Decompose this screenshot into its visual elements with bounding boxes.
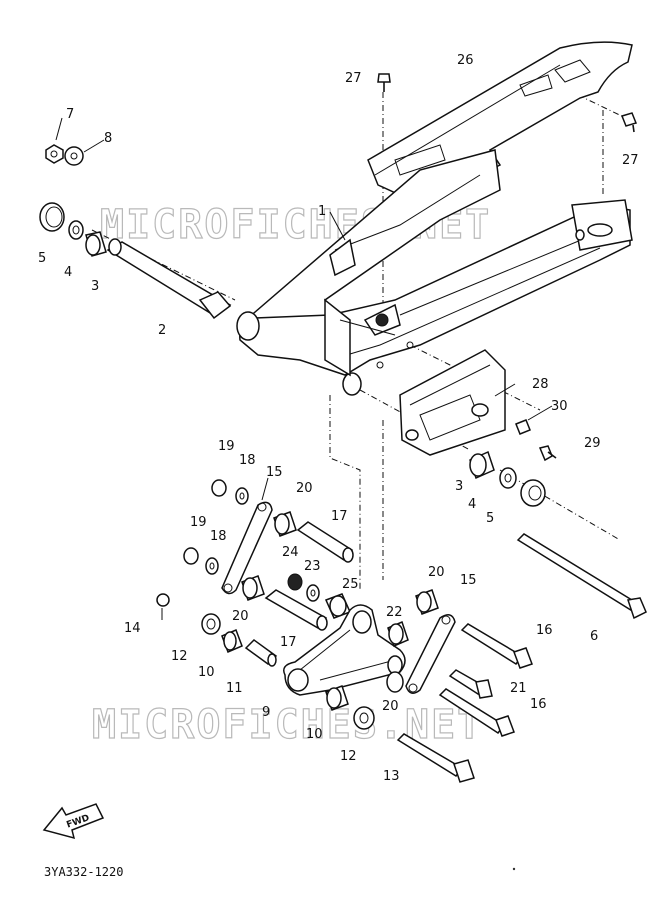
callout-18-lower: 18 — [210, 529, 227, 544]
callout-30: 30 — [551, 399, 568, 414]
callout-14: 14 — [124, 621, 141, 636]
callout-17-a: 17 — [331, 509, 348, 524]
callout-10-left: 10 — [198, 665, 215, 680]
connecting-rod-15-right — [405, 614, 456, 694]
callout-20-d: 20 — [382, 699, 399, 714]
collar-11 — [244, 639, 278, 667]
callout-5-right: 5 — [486, 511, 494, 526]
bolt-21 — [448, 669, 493, 699]
seal-12-right — [353, 706, 375, 730]
bolt-16-lower — [438, 688, 515, 737]
watermark-bottom: MICROFICHES.NET — [92, 702, 483, 748]
bushing-20-a — [273, 511, 297, 537]
bolt-6 — [516, 533, 647, 620]
forward-arrow: FWD — [42, 803, 105, 840]
callout-24: 24 — [282, 545, 299, 560]
callout-19-upper: 19 — [218, 439, 235, 454]
callout-13: 13 — [383, 769, 400, 784]
relay-arm — [283, 604, 406, 696]
seal-18-lower — [205, 557, 219, 575]
callout-17-b: 17 — [280, 635, 297, 650]
callout-27-right: 27 — [622, 153, 639, 168]
bushing-10-right — [325, 685, 349, 711]
label-ticks — [55, 117, 553, 620]
callout-16-upper: 16 — [536, 623, 553, 638]
collar-19-lower — [183, 547, 199, 565]
connecting-rod-15-left — [221, 501, 273, 595]
speck — [512, 867, 516, 871]
callout-1: 1 — [318, 204, 326, 219]
callout-6: 6 — [590, 629, 598, 644]
callout-21: 21 — [510, 681, 527, 696]
chain-case — [367, 41, 633, 201]
bolt-16-upper — [460, 623, 533, 669]
callout-7: 7 — [66, 107, 74, 122]
callout-28: 28 — [532, 377, 549, 392]
bushing-22 — [387, 620, 409, 648]
collar-19-upper — [211, 479, 227, 497]
callout-labels: 27 26 27 7 8 1 5 4 3 2 28 30 29 19 18 15… — [38, 53, 639, 784]
bushing-25 — [324, 593, 352, 619]
callout-11: 11 — [226, 681, 243, 696]
bolt-13 — [396, 733, 475, 783]
nut-7 — [45, 144, 64, 164]
callout-4-right: 4 — [468, 497, 476, 512]
bushing-3-right — [469, 450, 495, 480]
callout-10-right: 10 — [306, 727, 323, 742]
seal-18-upper — [235, 487, 249, 505]
callout-3-left: 3 — [91, 279, 99, 294]
callout-3-right: 3 — [455, 479, 463, 494]
rear-arm — [236, 149, 633, 396]
pivot-shaft-2 — [106, 238, 232, 320]
callout-27-top: 27 — [345, 71, 362, 86]
callout-25: 25 — [342, 577, 359, 592]
callout-16-lower: 16 — [530, 697, 547, 712]
catalog-code: 3YA332-1220 — [44, 865, 123, 879]
callout-9: 9 — [262, 705, 270, 720]
bolt-27-top — [377, 73, 391, 92]
chain-guide — [399, 349, 506, 456]
callout-4-left: 4 — [64, 265, 72, 280]
cap-5-left — [39, 202, 65, 232]
washer-4-right — [499, 467, 517, 489]
bushing-20-b — [241, 575, 265, 601]
collar-17-a — [296, 521, 354, 563]
callout-20-c: 20 — [232, 609, 249, 624]
collar-17-b — [264, 589, 328, 631]
seal-12-left — [201, 613, 221, 635]
bolt-30 — [515, 419, 531, 435]
callout-18-upper: 18 — [239, 453, 256, 468]
callout-26: 26 — [457, 53, 474, 68]
seal-23 — [306, 584, 320, 602]
callout-5-left: 5 — [38, 251, 46, 266]
callout-12-right: 12 — [340, 749, 357, 764]
washer-8 — [64, 146, 84, 166]
bolt-29 — [538, 445, 557, 462]
washer-4-left — [68, 220, 84, 240]
bushing-3-left — [85, 231, 107, 257]
seal-24 — [287, 573, 303, 591]
callout-15-right: 15 — [460, 573, 477, 588]
cap-5-right — [520, 479, 546, 507]
callout-19-lower: 19 — [190, 515, 207, 530]
callout-20-a: 20 — [296, 481, 313, 496]
callout-23: 23 — [304, 559, 321, 574]
callout-29: 29 — [584, 436, 601, 451]
callout-20-b: 20 — [428, 565, 445, 580]
bushing-20-d — [386, 671, 404, 693]
callout-22: 22 — [386, 605, 403, 620]
callout-15-left: 15 — [266, 465, 283, 480]
callout-2: 2 — [158, 323, 166, 338]
grease-nipple-14 — [156, 593, 170, 607]
bushing-10-left — [221, 629, 243, 653]
bushing-20-c — [415, 589, 439, 615]
callout-12-left: 12 — [171, 649, 188, 664]
callout-8: 8 — [104, 131, 112, 146]
bolt-27-right — [620, 112, 638, 133]
